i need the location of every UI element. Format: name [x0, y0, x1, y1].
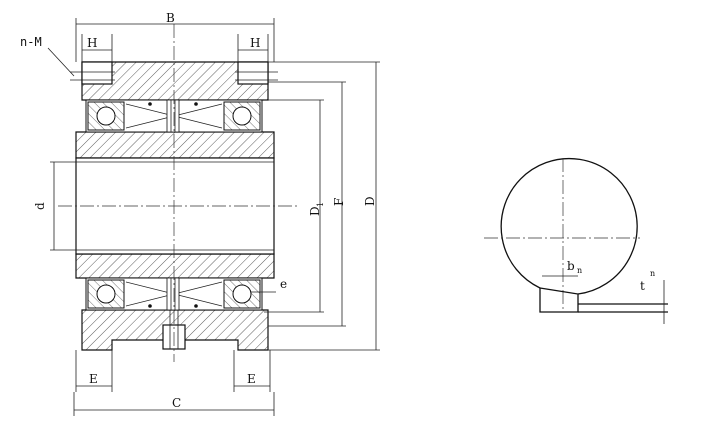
inner-ring-lower — [75, 253, 275, 279]
ball-lower-left — [96, 284, 116, 304]
dim-E-left: E — [89, 372, 98, 386]
dim-e: e — [280, 277, 287, 291]
dim-D1: D — [308, 206, 322, 216]
slot-top-right — [237, 61, 269, 85]
dim-tn-sub: n — [650, 269, 655, 278]
slot-top-left — [81, 61, 113, 85]
dim-D: D — [363, 196, 377, 206]
ball-upper-left — [96, 106, 116, 126]
dim-H-right: H — [250, 36, 260, 50]
dim-F: F — [332, 198, 346, 206]
sprag-spring-lower — [166, 277, 180, 311]
section-view — [58, 24, 300, 362]
ball-upper-right — [232, 106, 252, 126]
dim-tn: t — [640, 279, 645, 293]
dim-C: C — [172, 396, 181, 410]
dim-d: d — [33, 202, 47, 210]
dim-D1-sub: 1 — [316, 202, 325, 207]
dim-bn: b — [567, 259, 575, 273]
shaft-circle — [500, 157, 638, 295]
dimensions: B H H n-M d D 1 F — [20, 11, 380, 416]
keyway-detail-view: b n t n — [484, 157, 668, 324]
inner-ring-upper — [75, 131, 275, 159]
dim-nM: n-M — [20, 35, 42, 49]
ball-lower-right — [232, 284, 252, 304]
keyway — [539, 287, 579, 313]
dim-bn-sub: n — [577, 266, 582, 275]
dim-B: B — [166, 11, 175, 25]
dim-H-left: H — [87, 36, 97, 50]
dim-E-right: E — [247, 372, 256, 386]
sprag-spring-upper — [166, 99, 180, 133]
